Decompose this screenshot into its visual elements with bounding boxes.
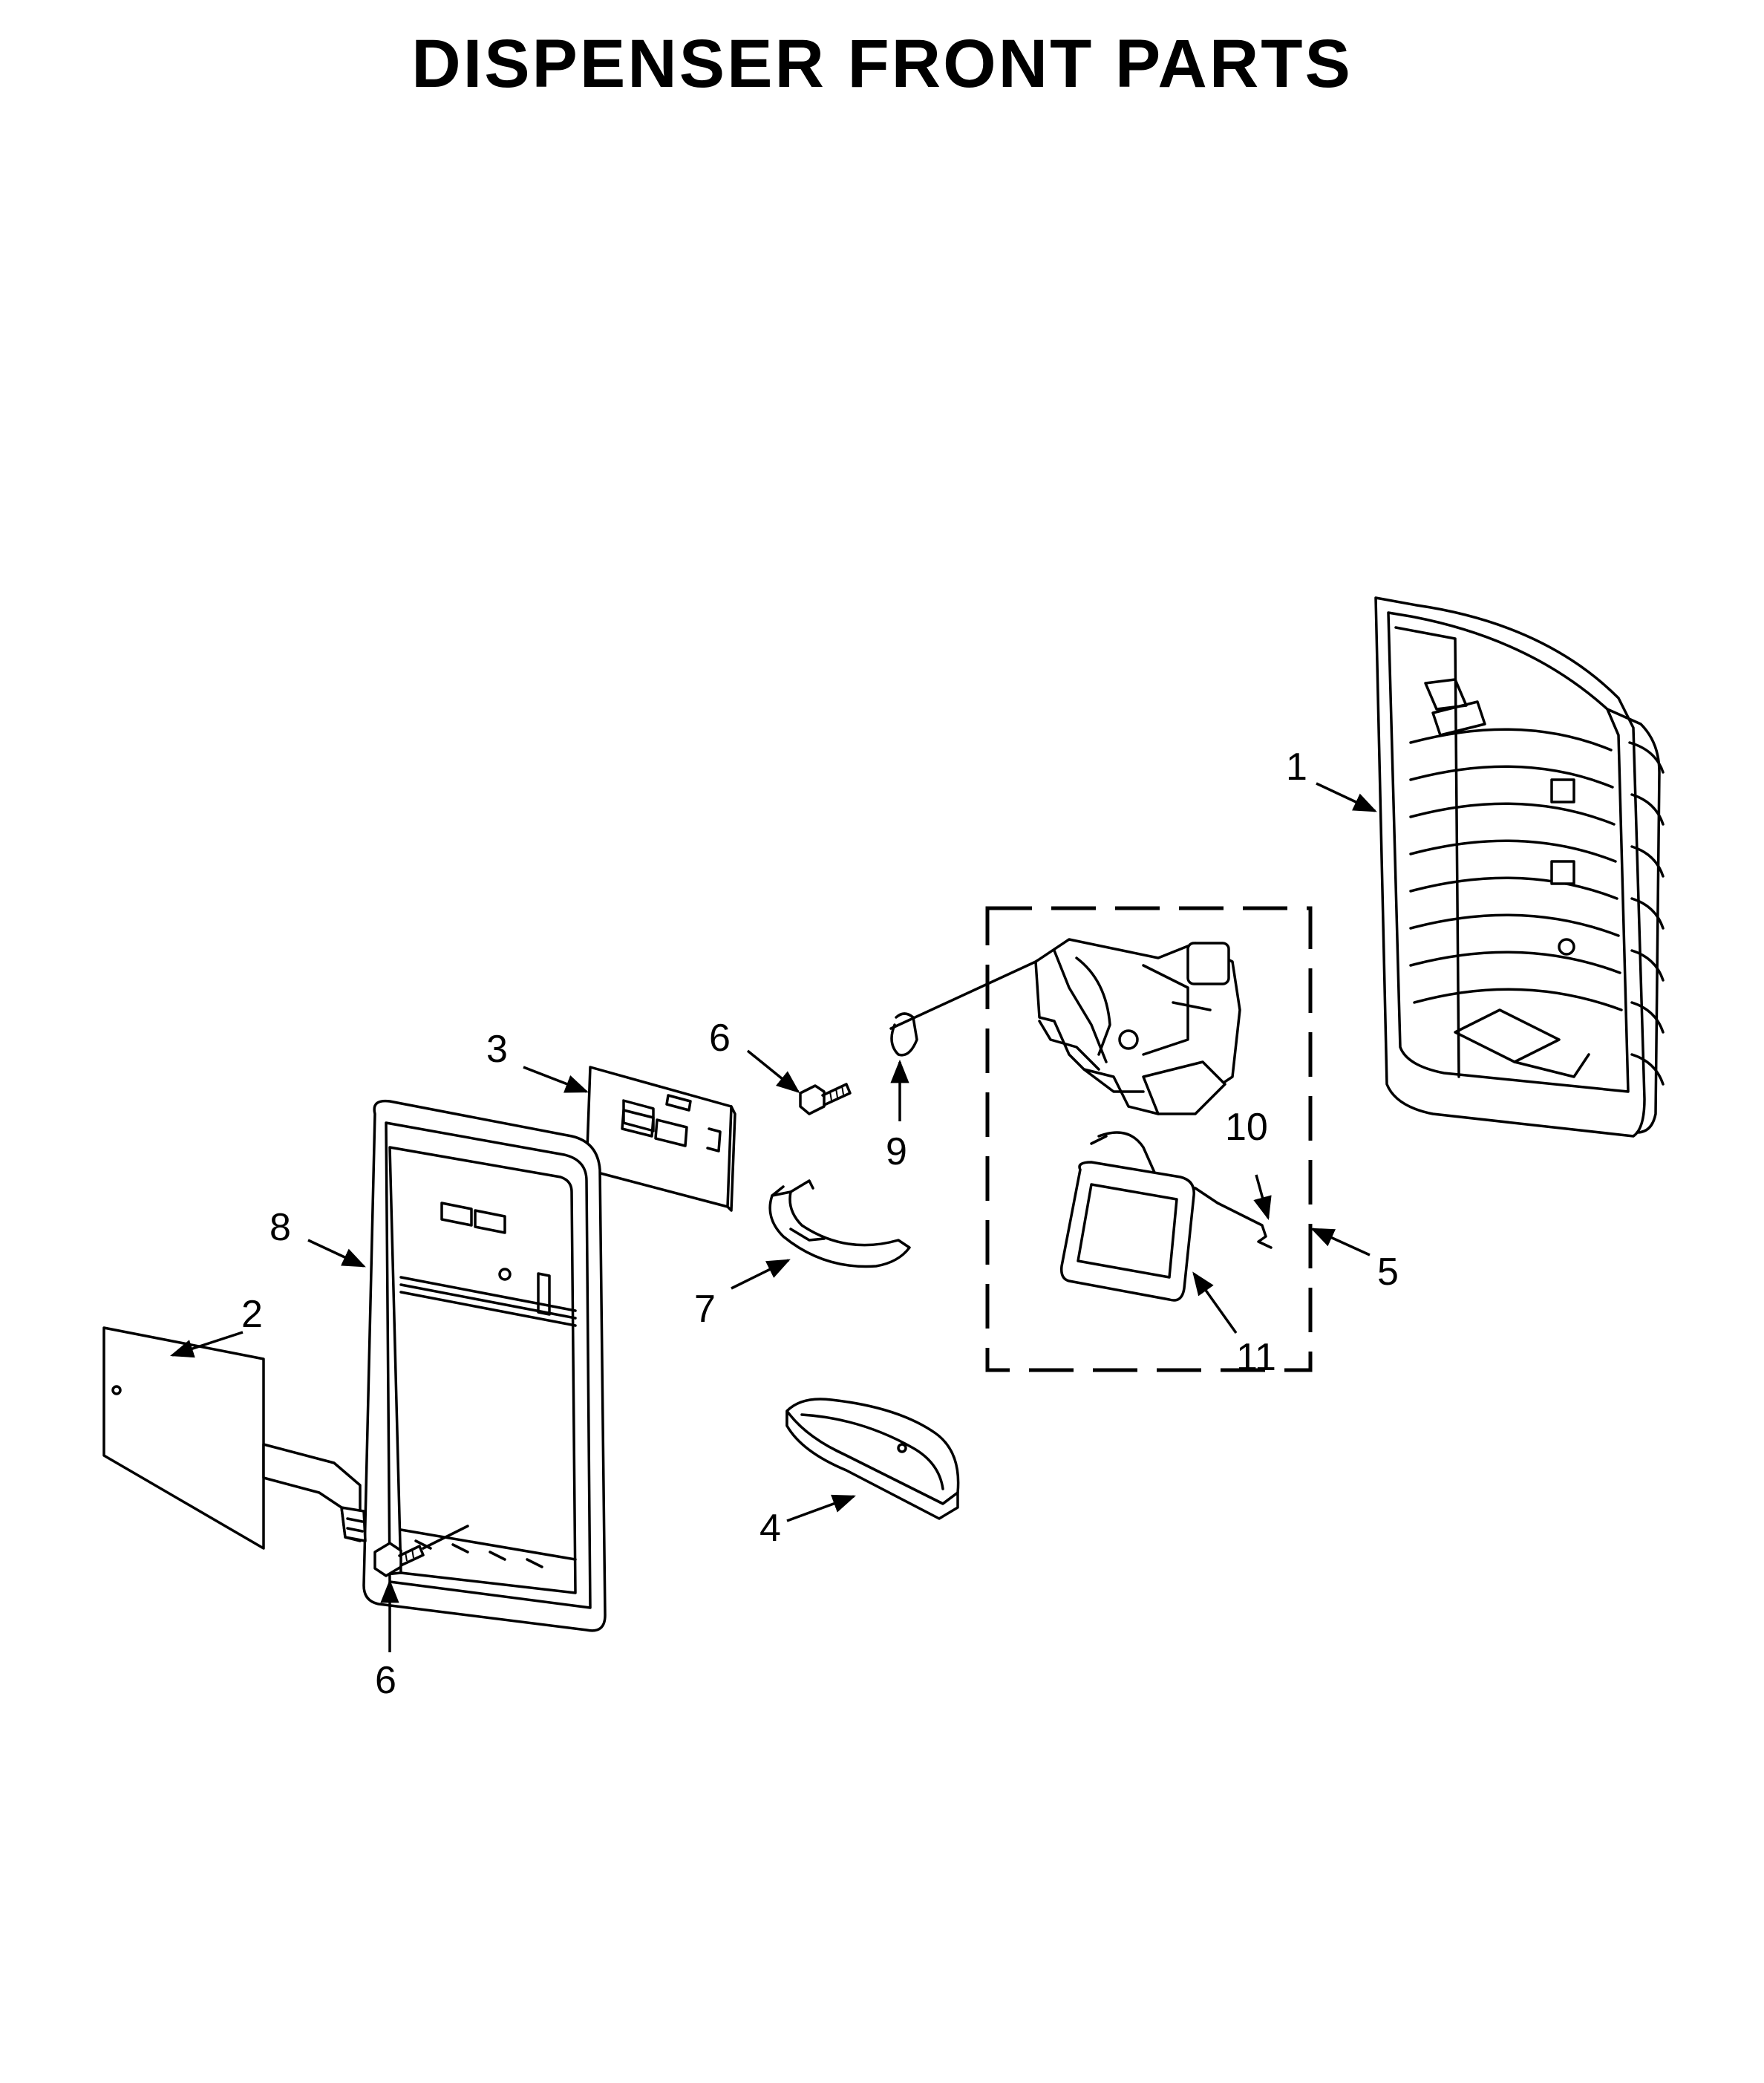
callout-5: 5 — [1377, 1251, 1399, 1294]
page-title: DISPENSER FRONT PARTS — [411, 26, 1353, 102]
part-5-dispenser-mechanism[interactable] — [1034, 938, 1241, 1115]
part-4-drip-tray[interactable] — [785, 1398, 960, 1520]
part-11-ice-door-flap[interactable] — [1059, 1131, 1249, 1302]
callout-4: 4 — [760, 1507, 781, 1550]
callout-3: 3 — [486, 1028, 508, 1071]
callout-6-bottom: 6 — [375, 1659, 396, 1702]
callout-2: 2 — [241, 1293, 263, 1336]
part-9-rod-clip[interactable] — [889, 960, 1037, 1057]
part-6-screw-bottom[interactable] — [373, 1525, 469, 1577]
part-1-dispenser-housing[interactable] — [1374, 596, 1665, 1138]
callout-7: 7 — [694, 1288, 716, 1331]
callout-11: 11 — [1236, 1336, 1276, 1379]
callout-9: 9 — [886, 1130, 907, 1173]
callout-1: 1 — [1286, 746, 1307, 789]
callout-6-top: 6 — [709, 1017, 731, 1060]
part-10-spring[interactable] — [1246, 1216, 1273, 1249]
part-3-control-board[interactable] — [585, 1066, 736, 1212]
part-7-curved-trim[interactable] — [768, 1179, 911, 1268]
callout-arrows — [170, 782, 1377, 1652]
part-2-panel-ribbon[interactable] — [102, 1326, 367, 1550]
callout-10: 10 — [1225, 1106, 1268, 1149]
part-6-screw-top[interactable] — [799, 1083, 852, 1115]
callout-8: 8 — [270, 1206, 291, 1249]
part-5-ice-door-assembly-box — [985, 906, 1313, 1372]
